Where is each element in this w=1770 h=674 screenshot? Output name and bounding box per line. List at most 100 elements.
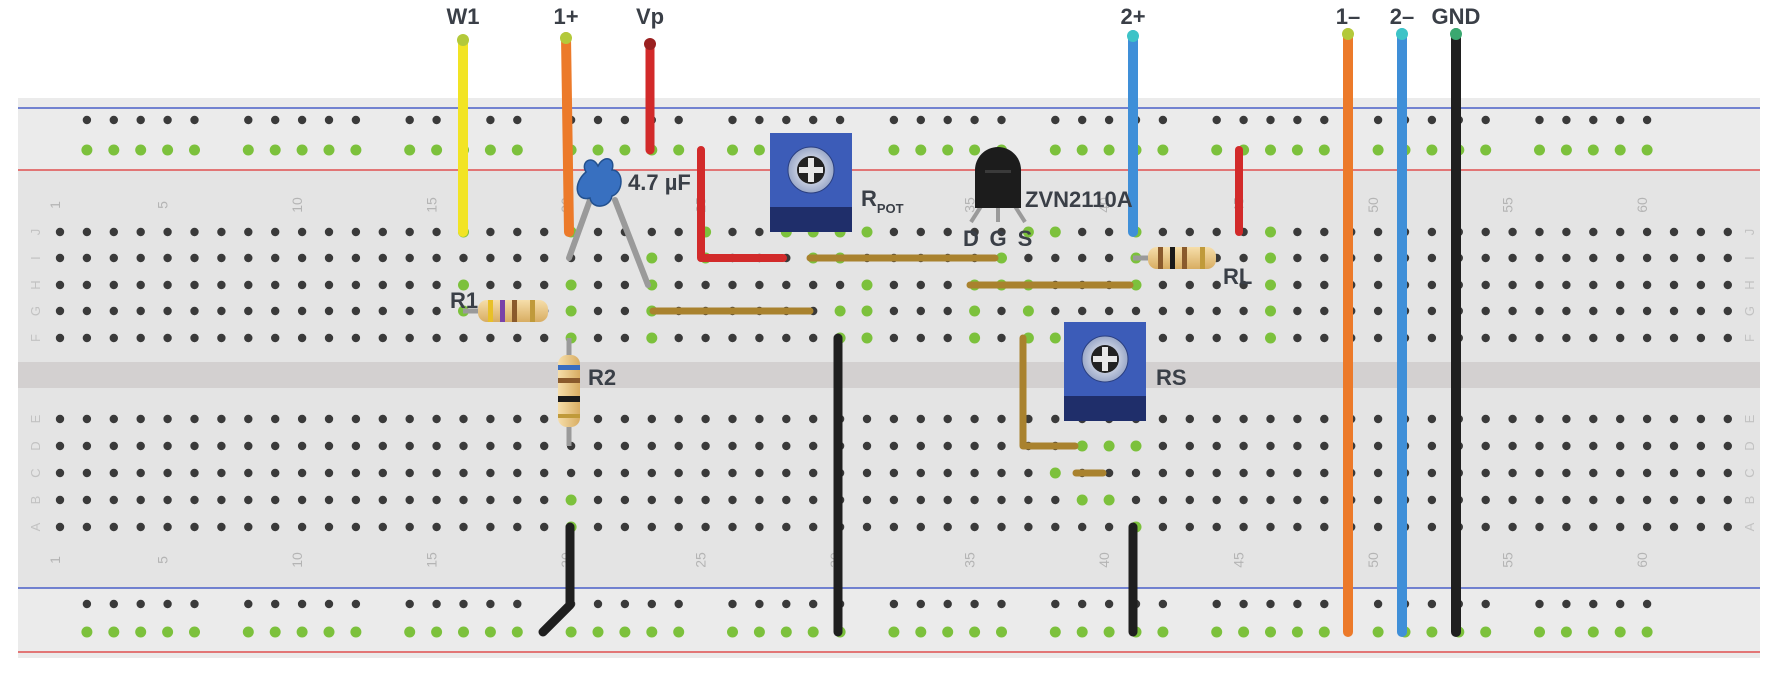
- breadboard-hole[interactable]: [1669, 227, 1679, 237]
- breadboard-hole[interactable]: [674, 441, 683, 451]
- breadboard-hole[interactable]: [82, 333, 92, 343]
- breadboard-hole[interactable]: [1212, 333, 1221, 343]
- breadboard-hole[interactable]: [1266, 414, 1275, 424]
- breadboard-hole[interactable]: [1265, 305, 1276, 317]
- rail-hole[interactable]: [1076, 144, 1088, 156]
- breadboard-hole[interactable]: [297, 522, 307, 532]
- breadboard-hole[interactable]: [809, 414, 818, 424]
- rail-hole[interactable]: [807, 626, 819, 638]
- rail-hole[interactable]: [1480, 144, 1492, 156]
- breadboard-hole[interactable]: [1589, 441, 1598, 451]
- breadboard-hole[interactable]: [943, 495, 952, 505]
- breadboard-hole[interactable]: [351, 495, 361, 505]
- breadboard-hole[interactable]: [1723, 522, 1733, 532]
- breadboard-hole[interactable]: [82, 495, 92, 505]
- breadboard-hole[interactable]: [351, 522, 361, 532]
- breadboard-hole[interactable]: [1481, 333, 1490, 343]
- breadboard-hole[interactable]: [593, 280, 603, 290]
- breadboard-hole[interactable]: [1427, 306, 1437, 316]
- breadboard-hole[interactable]: [1049, 226, 1061, 238]
- breadboard-hole[interactable]: [1239, 495, 1248, 505]
- breadboard-hole[interactable]: [1723, 495, 1733, 505]
- breadboard-hole[interactable]: [1696, 280, 1706, 290]
- breadboard-hole[interactable]: [190, 227, 199, 237]
- breadboard-hole[interactable]: [324, 253, 334, 263]
- breadboard-hole[interactable]: [459, 414, 468, 424]
- breadboard-hole[interactable]: [217, 253, 226, 263]
- breadboard-hole[interactable]: [889, 227, 899, 237]
- breadboard-hole[interactable]: [297, 468, 307, 478]
- breadboard-hole[interactable]: [55, 441, 65, 451]
- breadboard-hole[interactable]: [861, 305, 873, 317]
- rail-hole[interactable]: [1239, 599, 1248, 609]
- rail-hole[interactable]: [1318, 144, 1330, 156]
- breadboard-hole[interactable]: [1293, 227, 1302, 237]
- breadboard-hole[interactable]: [1723, 333, 1733, 343]
- breadboard-hole[interactable]: [970, 468, 979, 478]
- breadboard-hole[interactable]: [1616, 227, 1625, 237]
- breadboard-hole[interactable]: [244, 280, 253, 290]
- breadboard-hole[interactable]: [1696, 414, 1706, 424]
- rail-hole[interactable]: [592, 626, 604, 638]
- resistor-r2[interactable]: [558, 338, 580, 446]
- breadboard-hole[interactable]: [1076, 494, 1088, 506]
- rail-hole[interactable]: [970, 599, 979, 609]
- breadboard-hole[interactable]: [647, 495, 656, 505]
- breadboard-hole[interactable]: [244, 227, 253, 237]
- breadboard-hole[interactable]: [1051, 522, 1060, 532]
- breadboard-hole[interactable]: [620, 280, 630, 290]
- breadboard-hole[interactable]: [1696, 306, 1706, 316]
- breadboard-hole[interactable]: [351, 253, 361, 263]
- rail-hole[interactable]: [782, 115, 791, 125]
- breadboard-hole[interactable]: [1642, 227, 1652, 237]
- breadboard-hole[interactable]: [190, 441, 199, 451]
- rail-hole[interactable]: [1535, 115, 1544, 125]
- breadboard-hole[interactable]: [997, 441, 1006, 451]
- rail-hole[interactable]: [1104, 599, 1114, 609]
- breadboard-hole[interactable]: [1642, 495, 1652, 505]
- breadboard-hole[interactable]: [593, 522, 603, 532]
- rail-hole[interactable]: [620, 115, 630, 125]
- breadboard-hole[interactable]: [190, 522, 199, 532]
- breadboard-hole[interactable]: [1266, 495, 1275, 505]
- breadboard-hole[interactable]: [943, 414, 952, 424]
- breadboard-hole[interactable]: [1185, 495, 1195, 505]
- breadboard-hole[interactable]: [674, 227, 683, 237]
- breadboard-hole[interactable]: [190, 333, 199, 343]
- rail-hole[interactable]: [969, 144, 981, 156]
- breadboard-hole[interactable]: [136, 495, 145, 505]
- breadboard-hole[interactable]: [782, 280, 791, 290]
- breadboard-hole[interactable]: [217, 280, 226, 290]
- breadboard-hole[interactable]: [728, 414, 737, 424]
- breadboard-hole[interactable]: [82, 306, 92, 316]
- breadboard-hole[interactable]: [1239, 253, 1248, 263]
- breadboard-hole[interactable]: [1481, 280, 1490, 290]
- breadboard-hole[interactable]: [244, 253, 253, 263]
- rail-hole[interactable]: [135, 144, 147, 156]
- rail-hole[interactable]: [323, 144, 335, 156]
- breadboard-hole[interactable]: [1185, 441, 1195, 451]
- rail-hole[interactable]: [1587, 626, 1599, 638]
- breadboard-hole[interactable]: [1642, 522, 1652, 532]
- rail-hole[interactable]: [1293, 599, 1302, 609]
- breadboard-hole[interactable]: [1103, 440, 1115, 452]
- breadboard-hole[interactable]: [1562, 522, 1571, 532]
- breadboard-hole[interactable]: [378, 441, 387, 451]
- rail-hole[interactable]: [81, 144, 93, 156]
- rail-hole[interactable]: [916, 599, 925, 609]
- breadboard-hole[interactable]: [351, 414, 361, 424]
- rail-hole[interactable]: [1239, 115, 1248, 125]
- breadboard-hole[interactable]: [1508, 333, 1517, 343]
- breadboard-hole[interactable]: [1185, 522, 1195, 532]
- breadboard-hole[interactable]: [593, 253, 603, 263]
- breadboard-hole[interactable]: [1535, 495, 1544, 505]
- rail-hole[interactable]: [753, 626, 765, 638]
- breadboard-hole[interactable]: [459, 522, 468, 532]
- breadboard-hole[interactable]: [970, 227, 979, 237]
- breadboard-hole[interactable]: [1616, 414, 1625, 424]
- breadboard-hole[interactable]: [1508, 414, 1517, 424]
- breadboard-hole[interactable]: [1293, 468, 1302, 478]
- rail-hole[interactable]: [1078, 599, 1087, 609]
- breadboard-hole[interactable]: [1266, 441, 1275, 451]
- breadboard-hole[interactable]: [997, 522, 1006, 532]
